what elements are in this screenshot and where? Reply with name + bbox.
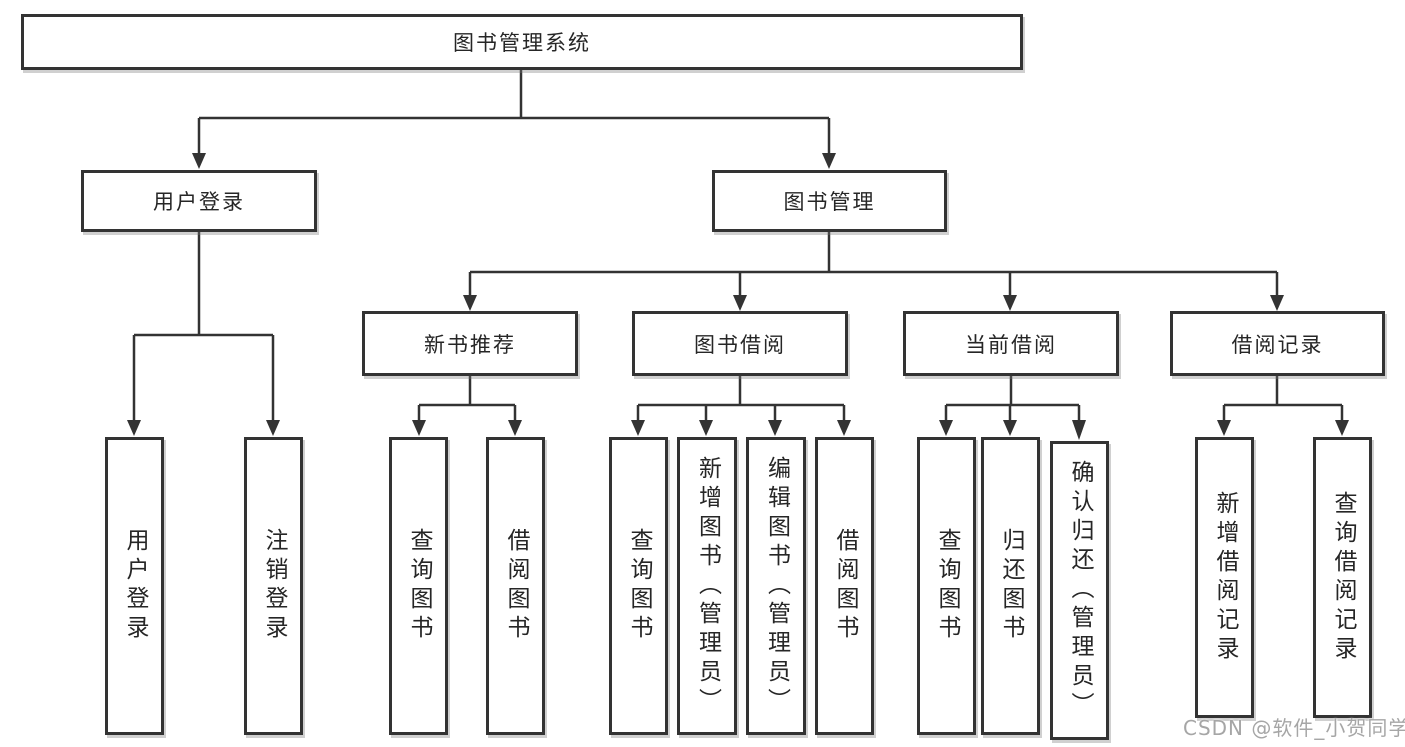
leaf-borrow-books-borrowing: 借阅图书: [815, 437, 874, 735]
leaf-label: 编辑图书（管理员）: [763, 455, 790, 717]
leaf-label: 查询图书: [626, 528, 652, 644]
leaf-logout-login: 注销登录: [244, 437, 303, 735]
node-new-book-recommendation: 新书推荐: [362, 311, 578, 376]
leaf-borrow-books-recommendation: 借阅图书: [486, 437, 545, 735]
node-library-management-system: 图书管理系统: [21, 14, 1023, 70]
node-user-login: 用户登录: [81, 170, 317, 232]
node-book-management: 图书管理: [712, 170, 947, 232]
leaf-label: 借阅图书: [832, 528, 858, 644]
leaf-user-login: 用户登录: [105, 437, 164, 735]
arrowheads: [127, 153, 1349, 440]
leaf-edit-book-admin: 编辑图书（管理员）: [746, 437, 806, 735]
leaf-label: 查询借阅记录: [1330, 490, 1356, 665]
leaf-query-books-borrowing: 查询图书: [609, 437, 668, 735]
csdn-watermark: CSDN @软件_小贺同学: [1183, 716, 1405, 740]
node-label: 新书推荐: [424, 332, 516, 357]
leaf-return-books: 归还图书: [981, 437, 1040, 735]
node-book-borrowing: 图书借阅: [632, 311, 848, 376]
node-current-borrowing: 当前借阅: [903, 311, 1119, 376]
leaf-label: 用户登录: [122, 528, 148, 644]
leaf-label: 确认归还（管理员）: [1067, 460, 1093, 721]
node-label: 当前借阅: [965, 332, 1057, 357]
node-label: 图书管理: [783, 190, 876, 214]
leaf-label: 新增借阅记录: [1212, 490, 1238, 665]
leaf-label: 借阅图书: [503, 528, 529, 644]
leaf-label: 新增图书（管理员）: [694, 455, 721, 717]
leaf-query-books-recommendation: 查询图书: [389, 437, 448, 735]
leaf-label: 归还图书: [998, 528, 1024, 644]
leaf-label: 注销登录: [261, 528, 287, 644]
leaf-query-books-current: 查询图书: [917, 437, 976, 735]
leaf-confirm-return-admin: 确认归还（管理员）: [1050, 441, 1109, 740]
leaf-query-borrow-record: 查询借阅记录: [1313, 437, 1372, 718]
node-label: 借阅记录: [1231, 332, 1324, 357]
node-label: 图书管理系统: [453, 31, 591, 55]
node-borrowing-records: 借阅记录: [1170, 311, 1385, 376]
node-label: 用户登录: [153, 190, 245, 214]
leaf-label: 查询图书: [934, 528, 960, 644]
leaf-add-book-admin: 新增图书（管理员）: [677, 437, 737, 735]
leaf-add-borrow-record: 新增借阅记录: [1195, 437, 1254, 718]
leaf-label: 查询图书: [406, 528, 432, 644]
node-label: 图书借阅: [694, 332, 786, 357]
